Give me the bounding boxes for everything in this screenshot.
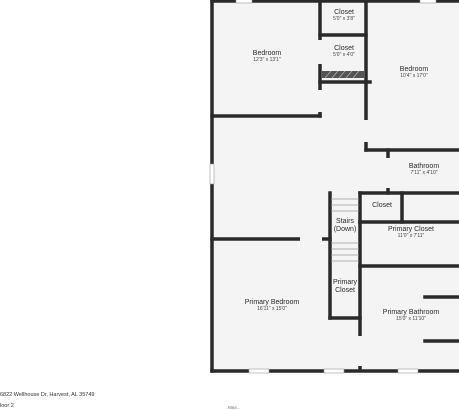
room-primary-bathroom: Primary Bathroom 15'0" x 11'10" [364, 309, 458, 323]
address-text: 6822 Wellhouse Dr, Harvest, AL 35749 [0, 392, 95, 398]
floor-label: loor 2 [0, 403, 14, 409]
room-name: Bathroom [408, 163, 440, 170]
room-name: Closet [372, 202, 392, 209]
window [419, 0, 437, 4]
room-name: Bedroom [252, 50, 282, 57]
door-opening [300, 236, 322, 242]
room-note: (Down) [333, 226, 357, 234]
hatch-line [338, 70, 346, 79]
window [235, 0, 253, 4]
room-dims: 16'11" x 15'0" [257, 306, 287, 313]
door-opening [318, 90, 322, 112]
door-opening [384, 158, 392, 188]
room-name: Stairs [336, 218, 354, 225]
room-primary-bedroom: Primary Bedroom 16'11" x 15'0" [220, 299, 324, 313]
disclaimer-text: Mea... [228, 405, 241, 410]
room-closet-mid: Closet 5'0" x 4'0" [322, 45, 366, 59]
room-dims: 10'4" x 17'0" [400, 73, 428, 80]
room-name: Primary Bedroom [244, 299, 300, 306]
room-name: Closet [335, 287, 355, 295]
room-name: Bedroom [399, 66, 429, 73]
room-dims: 15'0" x 11'10" [396, 316, 426, 323]
room-dims: 5'0" x 3'8" [333, 16, 355, 23]
room-dims: 7'11" x 4'10" [410, 170, 438, 177]
room-bedroom-right: Bedroom 10'4" x 17'0" [372, 66, 456, 80]
floor-area [212, 0, 459, 371]
door-opening [356, 336, 364, 366]
room-dims: 5'0" x 4'0" [333, 52, 355, 59]
room-name: Closet [334, 45, 354, 52]
window [209, 163, 215, 185]
room-name: Closet [334, 9, 354, 16]
room-primary-closet-small: Primary Closet [330, 279, 360, 295]
window [397, 368, 419, 374]
hatch-line [352, 70, 360, 79]
window [248, 368, 270, 374]
hatch-line [331, 70, 339, 79]
room-primary-closet-right: Primary Closet 11'0" x 7'11" [364, 226, 458, 240]
window [323, 368, 345, 374]
room-name: Primary [332, 279, 358, 286]
room-bathroom: Bathroom 7'11" x 4'10" [392, 163, 456, 177]
room-bedroom-left: Bedroom 12'3" x 13'1" [222, 50, 312, 64]
door-opening [318, 40, 322, 64]
room-closet-small: Closet [362, 202, 402, 210]
room-dims: 11'0" x 7'11" [397, 233, 425, 240]
room-closet-top: Closet 5'0" x 3'8" [322, 9, 366, 23]
room-stairs: Stairs (Down) [330, 218, 360, 234]
hatch-line [345, 70, 353, 79]
room-name: Primary Bathroom [382, 309, 440, 316]
room-name: Primary Closet [388, 226, 434, 233]
room-dims: 12'3" x 13'1" [253, 57, 281, 64]
door-opening [364, 120, 368, 142]
hatch-line [324, 70, 332, 79]
attic-hatch [322, 71, 364, 78]
